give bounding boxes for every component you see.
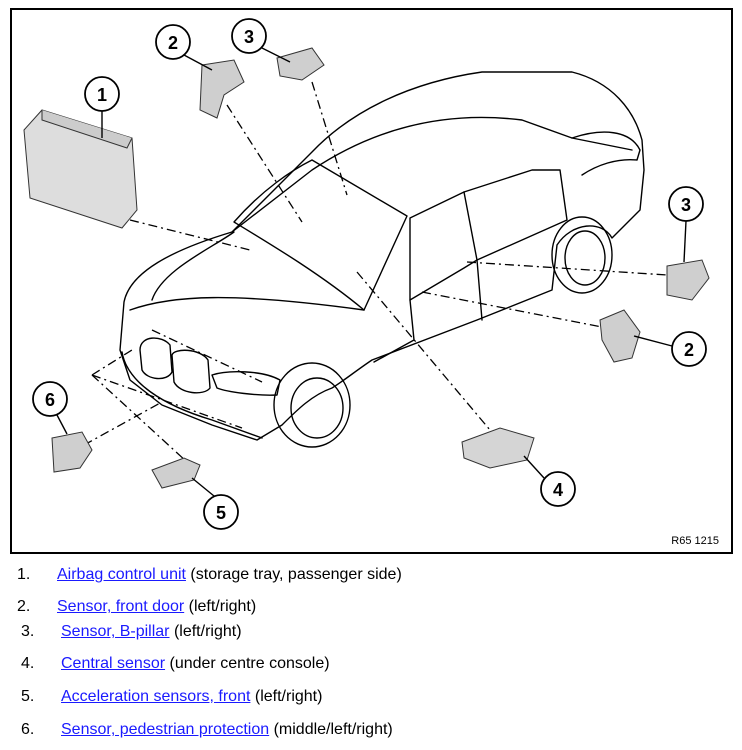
side-windows: [409, 169, 568, 301]
callout-4-label: 4: [553, 480, 563, 500]
leader-line-6a: [91, 349, 133, 376]
legend-link-airbag-control-unit[interactable]: Airbag control unit: [57, 566, 186, 583]
hood-line: [129, 296, 365, 311]
pedestrian-sensor-part: [51, 431, 93, 473]
door-sensor-part-right: [599, 309, 641, 363]
b-pillar-sensor-part-right: [666, 259, 710, 301]
callout-4-circle: [540, 471, 576, 507]
callout-2-top-pointer: [183, 54, 213, 71]
rear-wheel: [551, 216, 613, 294]
leader-line-3-right: [466, 261, 668, 276]
legend-item-number: 2.: [17, 598, 31, 615]
legend-link-sensor-front-door[interactable]: Sensor, front door: [57, 598, 185, 615]
grille-left: [139, 337, 173, 380]
legend-link-acceleration-sensors-front[interactable]: Acceleration sensors, front: [61, 688, 251, 705]
leader-line-2-top: [226, 104, 303, 223]
callout-3-top-label: 3: [244, 27, 254, 47]
figure-id-label: R65 1215: [671, 535, 719, 547]
b-pillar-sensor-part-top: [276, 47, 325, 81]
leader-line-1: [129, 219, 251, 251]
leader-line-6c: [83, 401, 163, 446]
grille-right: [171, 349, 211, 394]
callout-5-circle: [203, 494, 239, 530]
callout-6-label: 6: [45, 390, 55, 410]
legend-item-desc: (left/right): [169, 623, 242, 640]
central-sensor-part: [461, 427, 535, 469]
callout-2-right-label: 2: [684, 340, 694, 360]
legend-item-number: 6.: [21, 721, 35, 738]
callout-6-circle: [32, 381, 68, 417]
trunk-line: [571, 131, 641, 176]
legend-link-sensor-pedestrian-protection[interactable]: Sensor, pedestrian protection: [61, 721, 270, 738]
callout-1-label: 1: [97, 85, 107, 105]
callout-4-pointer: [523, 455, 545, 479]
acceleration-sensor-part: [151, 457, 201, 489]
rear-wheel-rim: [564, 230, 606, 286]
legend-link-central-sensor[interactable]: Central sensor: [61, 655, 166, 672]
legend-item-number: 5.: [21, 688, 35, 705]
front-bumper: [121, 351, 263, 439]
front-wheel-rim: [290, 377, 344, 439]
leader-line-5b: [91, 374, 188, 463]
door-line: [373, 299, 415, 363]
front-wheel: [273, 362, 351, 448]
legend-item-number: 4.: [21, 655, 35, 672]
pillar-line: [463, 191, 483, 321]
callout-2-right-circle: [671, 331, 707, 367]
leader-line-4: [356, 271, 491, 431]
legend-item-number: 3.: [21, 623, 35, 640]
headlight: [211, 371, 281, 396]
callout-2-top-circle: [155, 24, 191, 60]
callout-6-pointer: [56, 414, 68, 435]
callout-3-top-pointer: [261, 47, 291, 63]
leader-line-2-right: [421, 291, 608, 329]
leader-line-5a: [151, 329, 263, 383]
car-diagram: 1 2 3 2 3 4 5 6: [23, 18, 710, 530]
callout-2-top-label: 2: [168, 33, 178, 53]
legend-item-desc: (storage tray, passenger side): [185, 566, 402, 583]
legend-item-desc: (under centre console): [165, 655, 330, 672]
legend-item-desc: (left/right): [184, 598, 257, 615]
callout-2-right-pointer: [633, 335, 673, 347]
door-sensor-part-top: [199, 59, 245, 119]
legend-item-desc: (left/right): [250, 688, 323, 705]
callout-3-top-circle: [231, 18, 267, 54]
component-location-figure: 1 2 3 2 3 4 5 6 R65 1215: [10, 8, 733, 554]
callout-5-pointer: [191, 477, 215, 497]
windshield: [233, 159, 408, 311]
legend-item-number: 1.: [17, 566, 31, 583]
callout-5-label: 5: [216, 503, 226, 523]
hood-crease: [151, 231, 235, 301]
callout-3-right-label: 3: [681, 195, 691, 215]
leader-line-3-top: [311, 81, 348, 196]
legend-item-desc: (middle/left/right): [269, 721, 393, 738]
callout-3-right-pointer: [683, 220, 687, 263]
leader-line-6b: [91, 374, 243, 429]
car-roof: [231, 116, 633, 233]
legend-link-sensor-b-pillar[interactable]: Sensor, B-pillar: [61, 623, 170, 640]
car-body-outline: [119, 71, 645, 441]
